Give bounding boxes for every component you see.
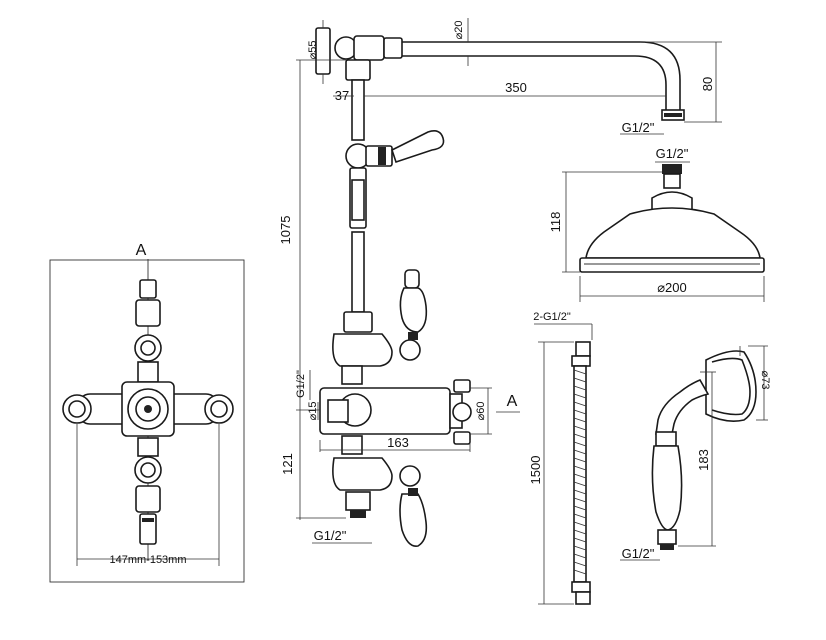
hand-shower-diameter-label: ⌀73 (759, 371, 771, 390)
valve-section-marker-label: A (507, 393, 518, 410)
hose-thread-label: 2-G1/2" (533, 311, 571, 323)
valve-body-diameter-label: ⌀60 (475, 402, 487, 421)
wall-flange-label: ⌀55 (307, 41, 319, 60)
hose-length-label: 1500 (528, 456, 543, 485)
arm-outlet-thread-label: G1/2" (622, 120, 655, 135)
front-view: A 147mm-153mm (49, 242, 245, 583)
valve-lower-height-label: 121 (280, 453, 295, 475)
riser-height-label: 1075 (278, 216, 293, 245)
section-marker-label: A (136, 242, 147, 259)
handle-spacing-label: 147mm-153mm (109, 554, 186, 566)
head-inlet-thread-label: G1/2" (656, 146, 689, 161)
head-diameter-label: ⌀200 (657, 280, 687, 295)
elbow-offset-label: 37 (335, 88, 349, 103)
hand-shower: ⌀73 183 G1/2" (620, 345, 771, 561)
arm-reach-label: 350 (505, 80, 527, 95)
valve-depth-label: 163 (387, 435, 409, 450)
valve-bottom-thread-label: G1/2" (314, 528, 347, 543)
head-height-label: 118 (548, 212, 563, 233)
shower-hose: 2-G1/2" 1500 (528, 311, 593, 605)
pipe-diameter-label: ⌀20 (453, 21, 465, 40)
arm-height-label: 80 (700, 77, 715, 91)
hand-shower-height-label: 183 (696, 449, 711, 471)
hand-shower-thread-label: G1/2" (622, 546, 655, 561)
thermostatic-valve: G1/2" ⌀15 ⌀60 A 163 121 G1/2" (280, 269, 520, 547)
valve-inlet-thread-label: G1/2" (295, 370, 307, 398)
shower-arm: 1075 ⌀55 37 350 ⌀20 80 G1/2" (278, 18, 722, 520)
valve-outlet-diameter-label: ⌀15 (307, 402, 319, 421)
shower-head: G1/2" 118 ⌀200 (548, 146, 765, 302)
